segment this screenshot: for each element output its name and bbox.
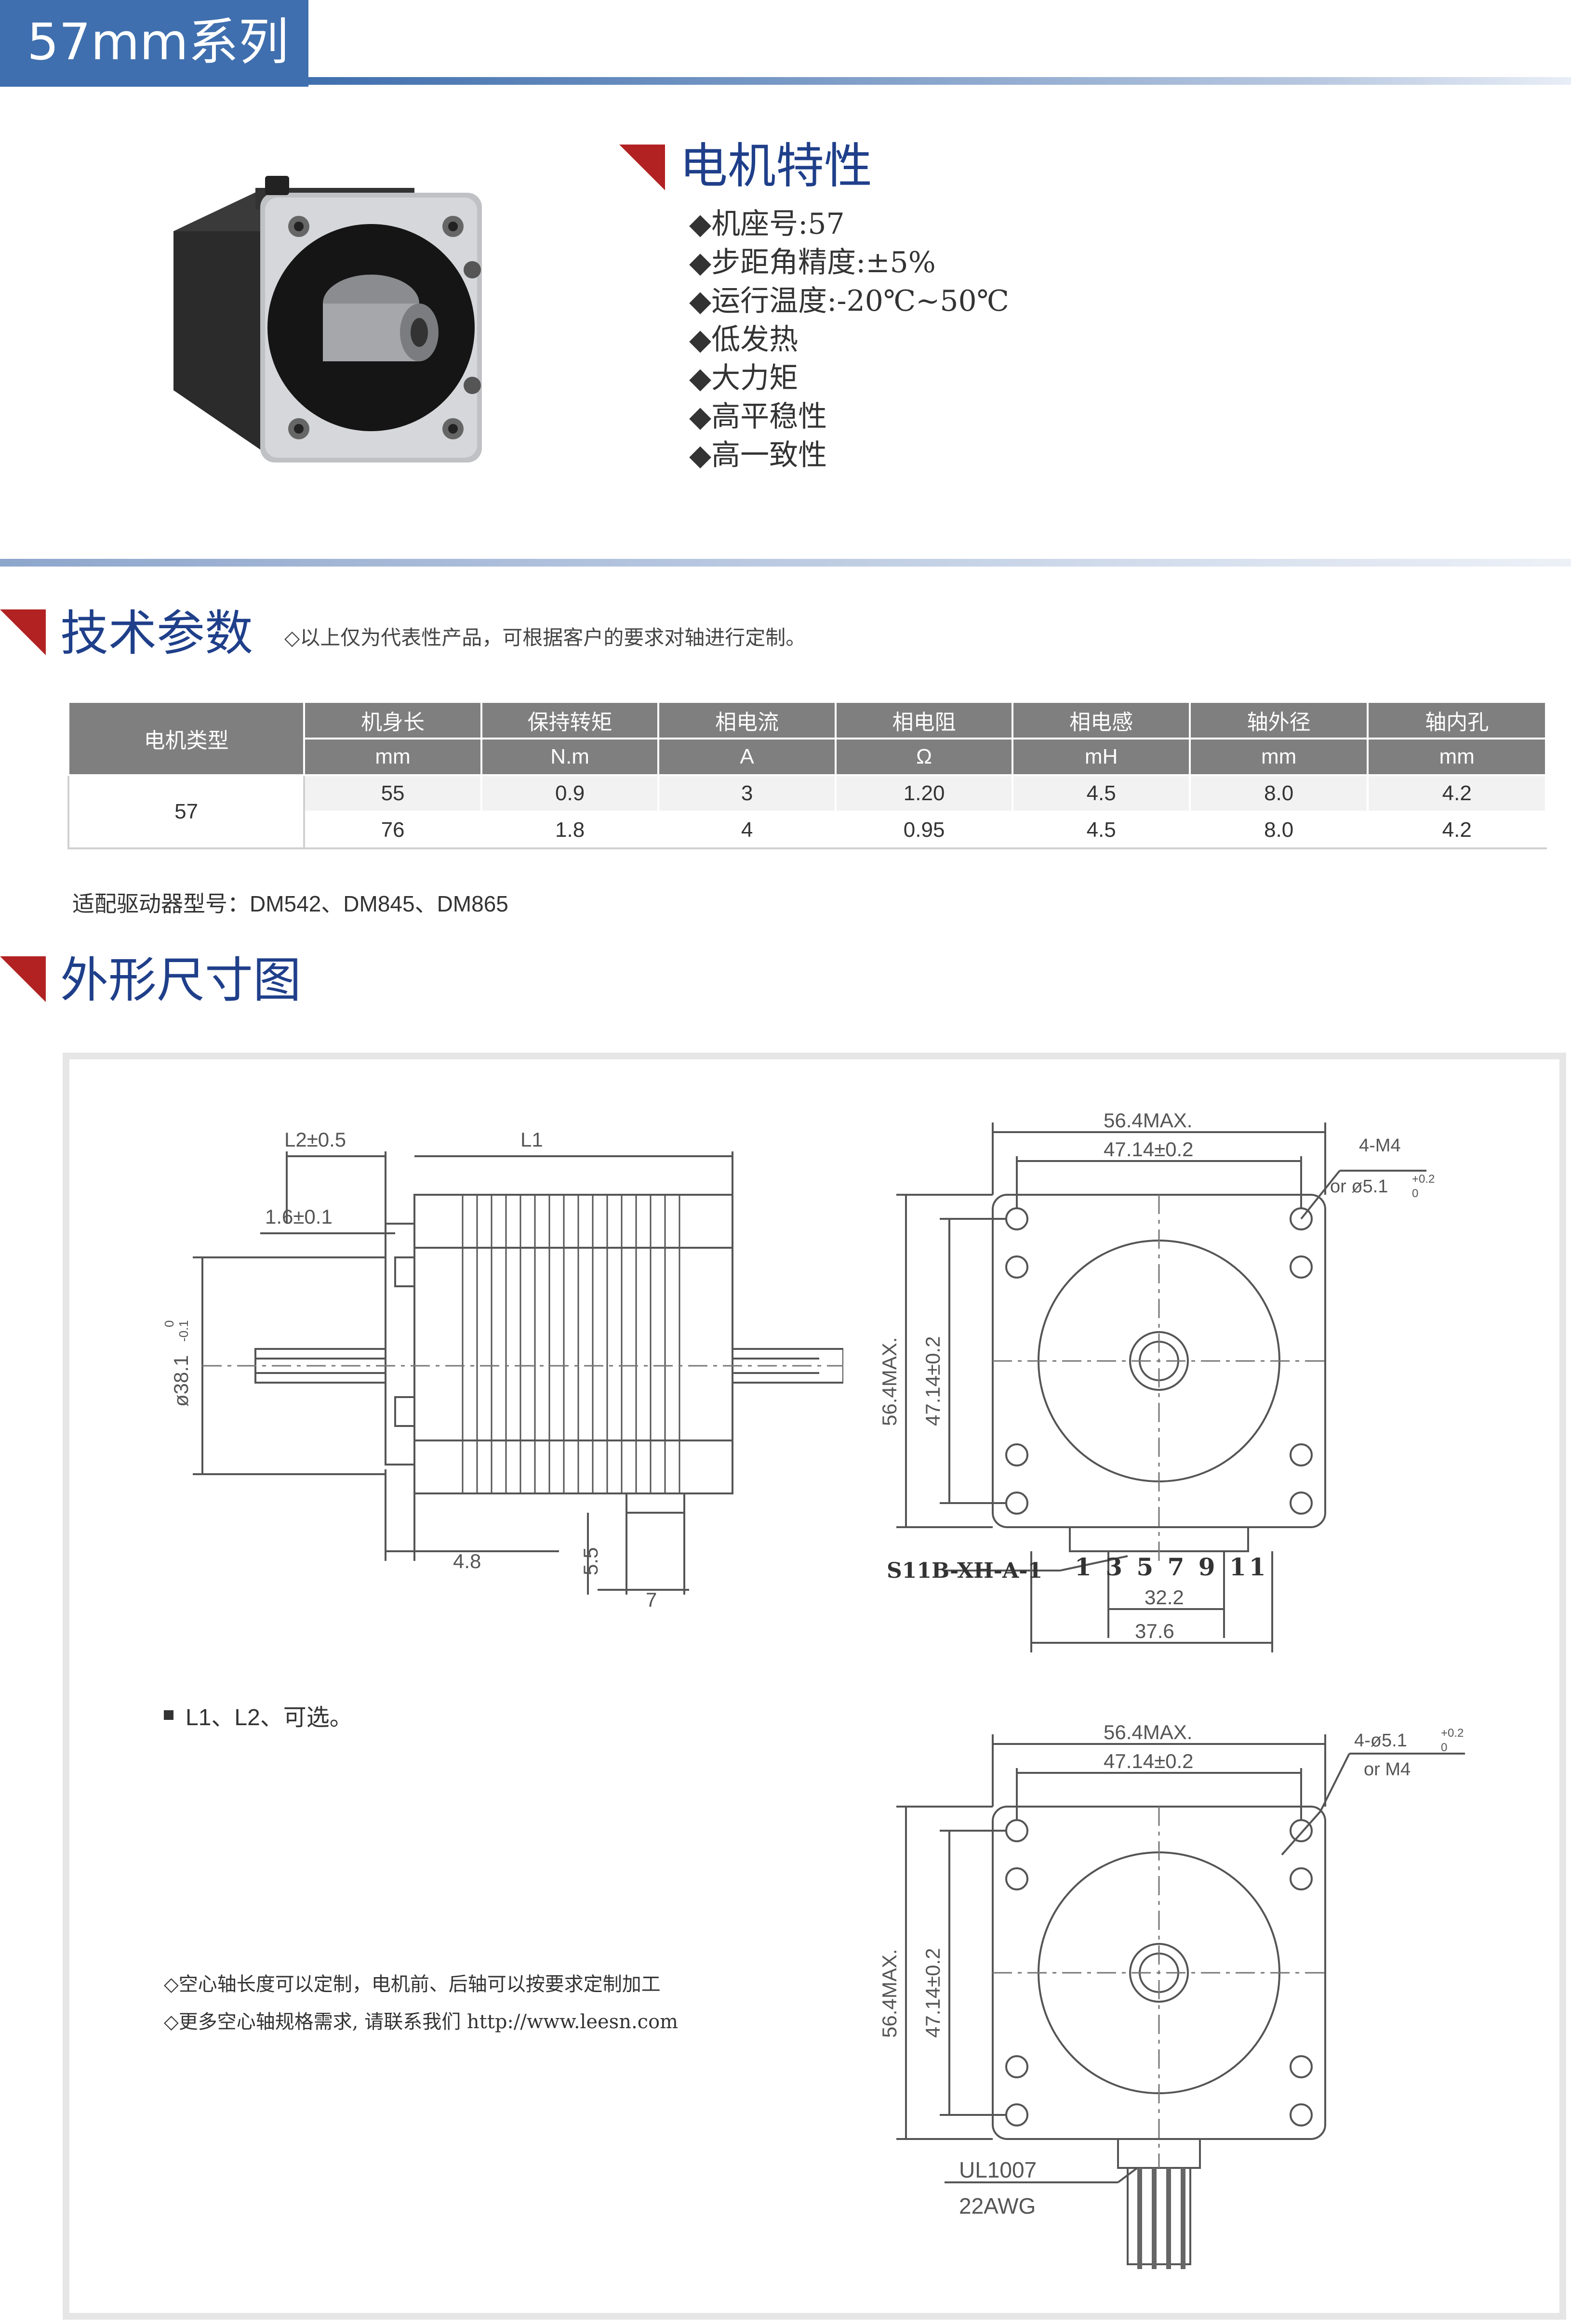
table-cell: 76 (303, 811, 482, 849)
dim-holes-tol-up: +0.2 (1412, 1173, 1435, 1186)
dims-title: 外形尺寸图 (60, 952, 301, 1008)
dim-holes-alt: or M4 (1364, 1759, 1411, 1780)
dim-dia-38: ø38.1 (170, 1355, 192, 1407)
table-cell: 4.2 (1367, 774, 1547, 813)
type-cell: 57 (67, 774, 306, 849)
dim-37-6: 37.6 (1135, 1620, 1174, 1642)
features-list: ◆机座号:57 ◆步距角精度:±5% ◆运行温度:-20℃~50℃ ◆低发热 ◆… (689, 205, 1009, 475)
bullet-square (164, 1710, 173, 1720)
front-view-lead-drawing: 56.4MAX. 47.14±0.2 4-ø5.1 +0.2 0 or M4 5… (878, 1721, 1465, 2269)
dim-holes-tol-dn: 0 (1412, 1187, 1418, 1200)
tech-note: ◇以上仅为代表性产品，可根据客户的要求对轴进行定制。 (284, 626, 806, 649)
col-unit: mH (1012, 738, 1191, 776)
col-unit: A (657, 738, 837, 776)
section-divider (0, 559, 1571, 567)
col-unit: mm (1367, 738, 1547, 776)
dim-holes-dia: 4-ø5.1 (1354, 1730, 1407, 1751)
page-title: 57mm系列 (27, 13, 289, 71)
col-unit: mm (303, 738, 482, 776)
dim-vert-max: 56.4MAX. (878, 1337, 901, 1426)
feature-item: ◆高一致性 (689, 438, 827, 472)
motor-photo (173, 176, 482, 462)
table-cell: 8.0 (1188, 811, 1369, 849)
col-type-header: 电机类型 (67, 701, 306, 776)
driver-models: 适配驱动器型号：DM542、DM845、DM865 (72, 891, 508, 916)
connector-label: S11B-XH-A-1 (887, 1558, 1042, 1583)
table-cell: 1.20 (834, 774, 1014, 813)
dim-vert-pitch: 47.14±0.2 (921, 1336, 944, 1426)
table-row: 57 55 0.9 3 1.20 4.5 8.0 4.2 (67, 774, 1547, 849)
dim-vert-pitch: 47.14±0.2 (921, 1948, 944, 2038)
feature-item: ◆高平稳性 (689, 400, 827, 434)
dim-dia-tol-up: 0 (162, 1320, 176, 1327)
col-header: 轴外径 (1188, 701, 1369, 739)
table-cell: 0.9 (480, 774, 660, 813)
header-rule (308, 77, 1571, 85)
dim-47-14: 47.14±0.2 (1104, 1750, 1194, 1772)
feature-item: ◆步距角精度:±5% (689, 246, 936, 279)
dim-47-14: 47.14±0.2 (1104, 1138, 1194, 1161)
dim-holes-alt: or ø5.1 (1330, 1176, 1388, 1197)
col-header: 相电感 (1012, 701, 1191, 739)
feature-item: ◆运行温度:-20℃~50℃ (689, 284, 1009, 318)
dim-5-5: 5.5 (579, 1547, 602, 1575)
table-cell: 4.5 (1012, 774, 1191, 813)
connector-pins: 1 3 5 7 9 11 (1075, 1553, 1269, 1581)
dims-marker (0, 956, 46, 1002)
dim-7: 7 (646, 1588, 657, 1611)
dim-1-6: 1.6±0.1 (265, 1205, 333, 1228)
side-view-drawing: L2±0.5 L1 1.6±0.1 ø38.1 0 -0.1 4.8 5.5 7 (162, 1128, 843, 1611)
spec-table: 电机类型 机身长 保持转矩 相电流 相电阻 相电感 轴外径 轴内孔 mm N.m… (67, 701, 1547, 849)
drawing-frame (63, 1053, 1566, 2320)
note-line: ◇空心轴长度可以定制，电机前、后轴可以按要求定制加工 (164, 1973, 661, 1995)
col-unit: mm (1188, 738, 1369, 776)
col-header: 机身长 (303, 701, 482, 739)
col-unit: Ω (834, 738, 1014, 776)
tech-title: 技术参数 (60, 605, 253, 661)
table-cell: 55 (303, 774, 482, 813)
table-cell: 4.2 (1367, 811, 1547, 849)
wire-gauge: 22AWG (959, 2193, 1036, 2218)
table-row: 76 1.8 4 0.95 4.5 8.0 4.2 (68, 811, 1547, 849)
options-note: L1、L2、可选。 (186, 1705, 353, 1730)
header-banner (0, 0, 308, 87)
dim-dia-tol-dn: -0.1 (176, 1320, 191, 1342)
table-cell: 0.95 (834, 811, 1014, 849)
col-unit: N.m (480, 738, 660, 776)
feature-item: ◆低发热 (689, 323, 799, 357)
col-header: 相电流 (657, 701, 837, 739)
dim-32-2: 32.2 (1145, 1586, 1184, 1609)
dim-vert-max: 56.4MAX. (878, 1949, 901, 2038)
table-cell: 8.0 (1188, 774, 1369, 813)
table-cell: 3 (657, 774, 837, 813)
col-header: 保持转矩 (480, 701, 660, 739)
col-header: 相电阻 (834, 701, 1014, 739)
dim-l1: L1 (520, 1128, 543, 1151)
dim-56-4-max: 56.4MAX. (1104, 1721, 1192, 1743)
dim-holes-tol-dn: 0 (1441, 1741, 1447, 1754)
feature-item: ◆大力矩 (689, 361, 799, 395)
dim-l2: L2±0.5 (284, 1128, 346, 1151)
dim-4-8: 4.8 (453, 1550, 481, 1572)
drawing-notes: ◇空心轴长度可以定制，电机前、后轴可以按要求定制加工 ◇更多空心轴规格需求, 请… (164, 1966, 678, 2041)
dim-56-4-max: 56.4MAX. (1104, 1109, 1192, 1132)
wire-type: UL1007 (959, 2157, 1037, 2182)
front-view-connector-drawing: 56.4MAX. 47.14±0.2 4-M4 or ø5.1 +0.2 0 5… (878, 1109, 1435, 1652)
table-cell: 1.8 (480, 811, 660, 849)
tech-marker (0, 609, 46, 655)
col-header: 轴内孔 (1367, 701, 1547, 739)
table-cell: 4 (657, 811, 837, 849)
features-marker (619, 145, 665, 190)
features-title: 电机特性 (679, 138, 872, 194)
table-cell: 4.5 (1012, 811, 1191, 849)
feature-item: ◆机座号:57 (689, 207, 845, 241)
note-line: ◇更多空心轴规格需求, 请联系我们 http://www.leesn.com (164, 2011, 679, 2033)
dim-holes-m4: 4-M4 (1359, 1136, 1401, 1156)
dim-holes-tol-up: +0.2 (1441, 1727, 1464, 1740)
